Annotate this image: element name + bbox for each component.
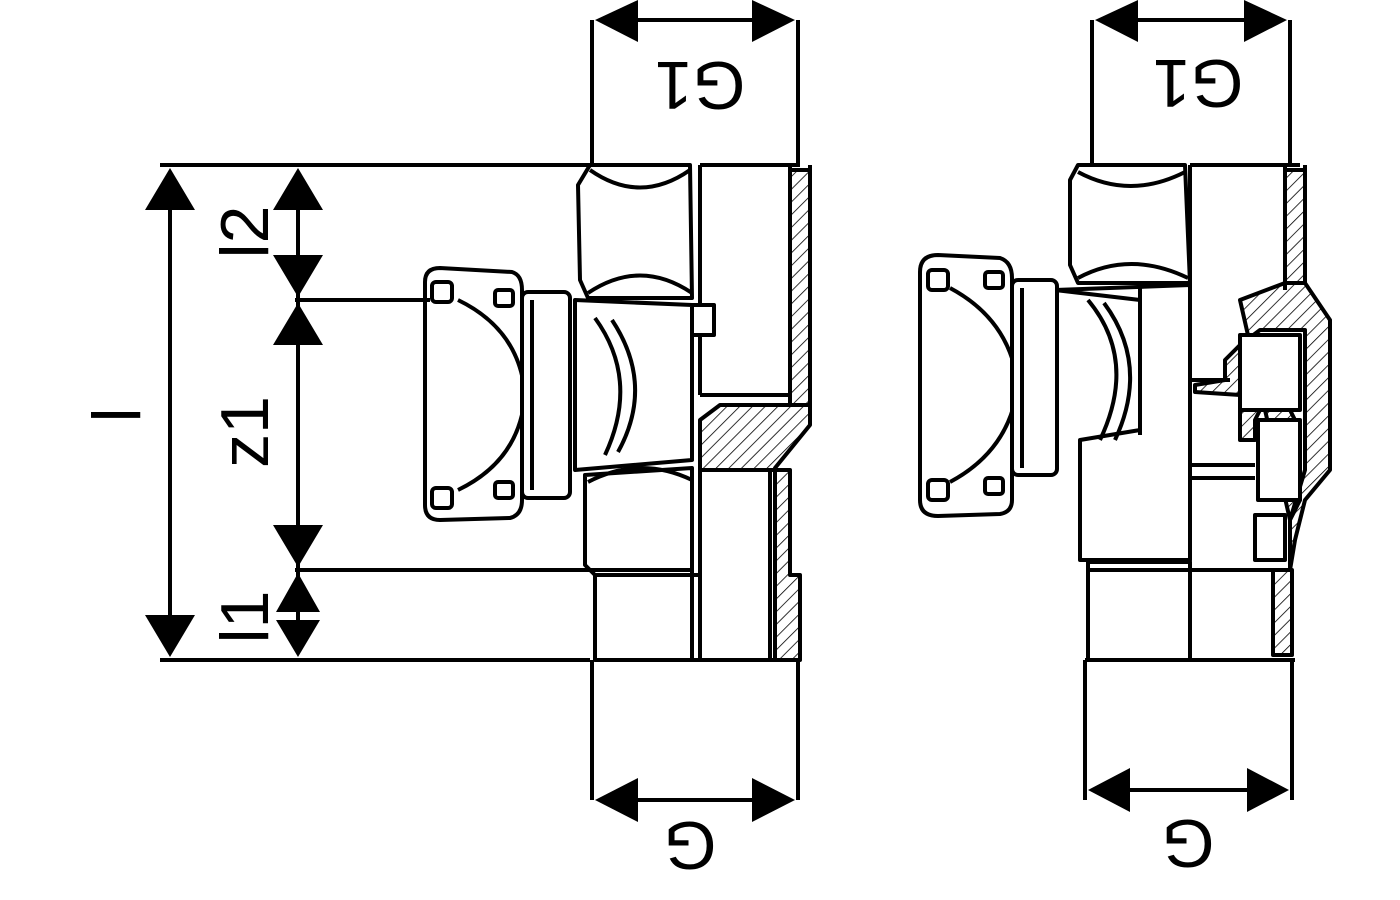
left-top-nut [576,163,694,300]
arrow-right-g1-left [1095,0,1138,42]
right-bonnet [1010,278,1059,477]
right-valve [918,163,1332,662]
label-outlet-thread-right: G1 [1153,45,1244,121]
label-overall-length: l [79,407,155,422]
right-hatch-bottom [1271,568,1294,657]
label-offset-z1: z1 [207,396,283,468]
label-length-l1: l1 [207,591,283,644]
right-hatch-top [1283,168,1307,285]
arrow-right-g-right [1247,768,1289,812]
label-inlet-thread-right: G [1162,805,1215,881]
arrow-g1-right [752,0,795,42]
label-inlet-thread-left: G [664,807,717,883]
arrow-g1-left [595,0,638,42]
arrow-right-g-left [1088,768,1130,812]
arrow-l2-top [273,168,323,210]
left-valve [423,163,812,662]
label-outlet-thread-left: G1 [655,47,746,123]
left-bottom-nut [583,466,694,662]
arrow-l1-bottom [276,620,320,657]
left-arrowheads [145,0,795,822]
left-body-hatch-upper [788,168,812,407]
arrow-l1-top [276,573,320,612]
right-top-nut [1068,163,1192,285]
arrow-z1-top [273,303,323,345]
arrow-right-g1-right [1244,0,1287,42]
right-arrowheads [1088,0,1289,812]
label-length-l2: l2 [207,206,283,259]
arrow-l-top [145,168,195,210]
arrow-l2-bottom [273,255,323,297]
right-bottom-nut [1086,560,1192,662]
arrow-g-right [752,778,795,822]
arrow-g-left [595,778,638,822]
arrow-l-bottom [145,615,195,657]
left-bonnet [520,290,572,500]
left-body-hatch-lower [698,403,812,662]
arrow-z1-bottom [273,525,323,567]
